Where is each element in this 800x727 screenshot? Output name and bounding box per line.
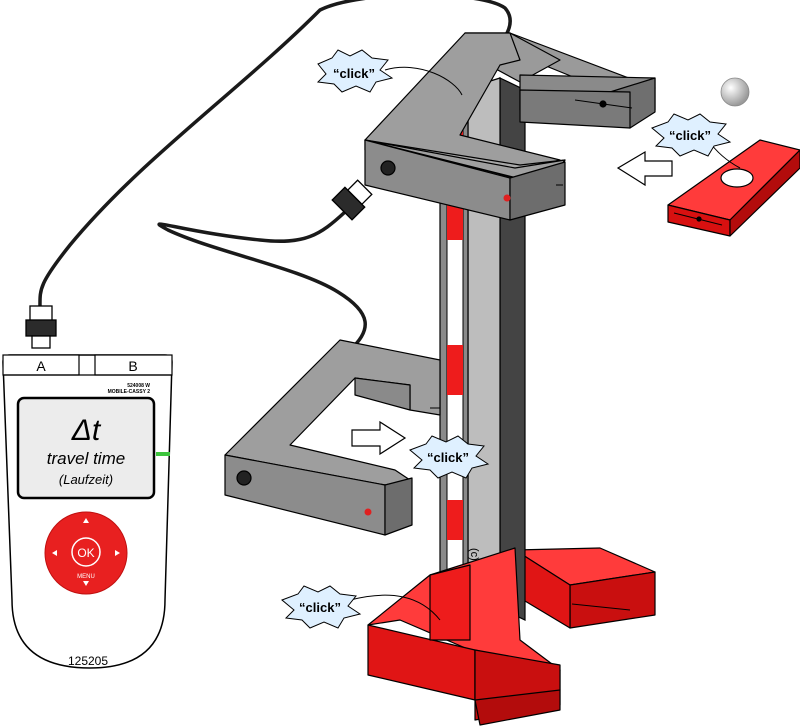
serial-number: 125205 [68, 654, 108, 668]
cables [38, 0, 512, 352]
mobile-cassy-device: A B 524008 W MOBILE-CASSY 2 Δt travel ti… [2, 354, 173, 669]
steel-ball [720, 77, 750, 107]
screen-line1: travel time [47, 449, 125, 468]
connector-gate-plug [331, 179, 373, 221]
click-label-right: “click” [669, 128, 711, 143]
ball-hole [720, 168, 754, 188]
click-label-bottom: “click” [299, 600, 341, 615]
scale-mark [447, 200, 463, 240]
cable-to-top-gate [38, 0, 512, 310]
red-base [514, 547, 656, 629]
callout-click-right: “click” [651, 113, 732, 157]
arrow-right-icon [351, 420, 407, 456]
bottom-light-gate [224, 339, 441, 536]
ok-button[interactable] [71, 537, 101, 567]
ball-holder [667, 139, 800, 237]
port-a-label: A [36, 358, 46, 374]
status-indicator [156, 452, 170, 456]
click-label-middle: “click” [427, 450, 469, 465]
scale-mark [447, 345, 463, 395]
callout-click-middle: “click” [409, 435, 490, 479]
screen-symbol: Δt [71, 414, 102, 447]
top-light-gate [364, 32, 656, 221]
right-arrow-icon[interactable] [115, 550, 120, 556]
left-arrow-icon[interactable] [52, 550, 57, 556]
arrow-left-icon [616, 150, 673, 187]
red-base-front [367, 547, 561, 726]
up-arrow-icon[interactable] [83, 518, 89, 523]
model-name: MOBILE-CASSY 2 [108, 389, 151, 395]
click-label-top: “click” [333, 66, 375, 81]
callout-click-top: “click” [316, 49, 394, 93]
callout-click-bottom: “click” [281, 585, 362, 629]
connector-device-plug [25, 305, 57, 349]
device-screen [16, 396, 156, 500]
menu-label: MENU [77, 574, 95, 580]
model-number: 524008 W [127, 383, 150, 389]
screen-line2: (Laufzeit) [59, 472, 113, 487]
port-b-label: B [128, 358, 137, 374]
down-arrow-icon[interactable] [83, 581, 89, 586]
scale-mark [447, 500, 463, 540]
ok-label: OK [77, 546, 94, 560]
cable-to-bottom-gate [157, 210, 367, 352]
